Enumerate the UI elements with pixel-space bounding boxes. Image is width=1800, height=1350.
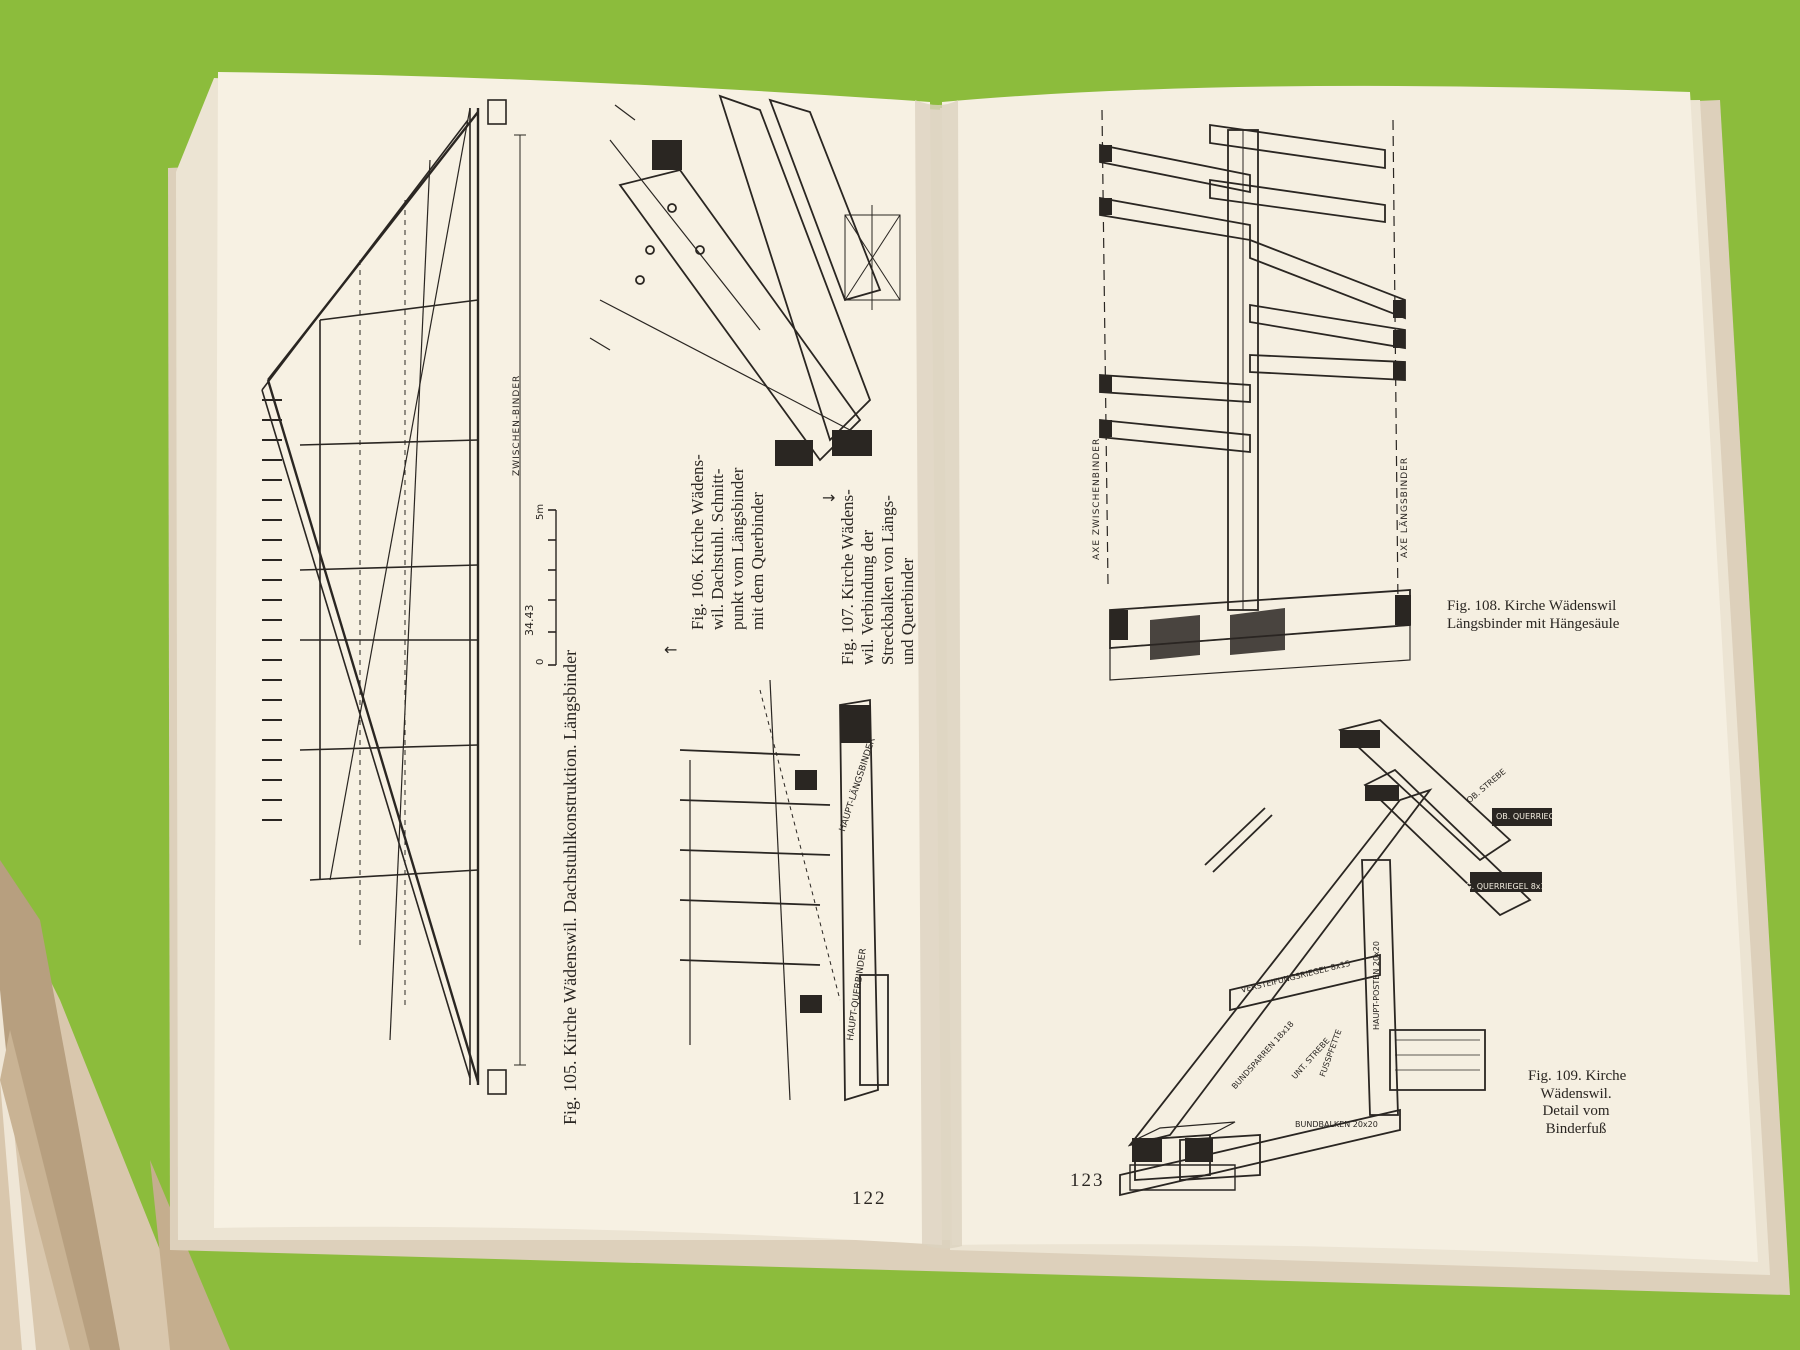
fig109-caption: Fig. 109. Kirche Wädenswil. Detail vom B…	[1528, 1068, 1627, 1139]
fig107-caption-line-1: Fig. 107. Kirche Wädens-	[838, 489, 857, 665]
fig109-drawing	[1119, 719, 1552, 1197]
bundbalken-label: BUNDBALKEN 20x20	[1295, 1120, 1378, 1129]
fig105-caption-line: Fig. 105. Kirche Wädenswil. Dachstuhlkon…	[560, 649, 580, 1125]
fig106-caption-line-1: Fig. 106. Kirche Wädens-	[688, 454, 707, 630]
fig109-caption-line-2: Wädenswil.	[1540, 1085, 1612, 1102]
span-dimension-label: 34.43	[523, 604, 536, 637]
fig109-caption-line-4: Binderfuß	[1545, 1121, 1607, 1138]
fig106-caption: Fig. 106. Kirche Wädens- wil. Dachstuhl.…	[688, 454, 768, 630]
left-page-number: 122	[852, 1188, 887, 1209]
fig108-caption-line-1: Fig. 108. Kirche Wädenswil	[1447, 598, 1617, 614]
fig106-caption-line-4: mit dem Querbinder	[748, 492, 768, 630]
fig107-inset-diagram	[844, 205, 901, 310]
fig107-caption-line-2: wil. Verbindung der	[858, 529, 878, 665]
fig107-caption-line-3: Streckbalken von Längs-	[878, 495, 898, 665]
fig106-caption-line-2: wil. Dachstuhl. Schnitt-	[708, 468, 728, 630]
fig107-caption: Fig. 107. Kirche Wädens- wil. Verbindung…	[838, 489, 918, 665]
scale-start-label: 0	[535, 658, 546, 665]
fig106-arrow: ←	[664, 640, 678, 659]
haupt-posten-label: HAUPT-POSTEN 20x20	[1372, 941, 1381, 1030]
fig106-caption-line-3: punkt vom Längsbinder	[728, 467, 748, 630]
axe-laengsbinder-label: AXE LÄNGSBINDER	[1400, 456, 1410, 558]
left-page	[214, 72, 942, 1245]
gutter-shadow	[915, 100, 962, 1249]
fig108-caption-line-2: Längsbinder mit Hängesäule	[1447, 615, 1620, 632]
zwischen-binder-label: ZWISCHEN-BINDER	[512, 374, 522, 476]
fig106-drawing	[589, 94, 882, 466]
scale-end-label: 5m	[535, 503, 546, 520]
fig107-drawing	[679, 679, 889, 1102]
right-page-number: 123	[1070, 1170, 1105, 1191]
fig109-caption-line-3: Detail vom	[1542, 1103, 1610, 1120]
fig107-arrow: →	[822, 488, 836, 507]
fig105-caption: Fig. 105. Kirche Wädenswil. Dachstuhlkon…	[560, 650, 581, 1125]
right-page	[942, 85, 1758, 1262]
fig107-caption-line-4: und Querbinder	[898, 557, 918, 665]
fig105-drawing	[261, 99, 557, 1095]
axe-zwischenbinder-label: AXE ZWISCHENBINDER	[1092, 437, 1102, 560]
stacked-boards	[0, 860, 230, 1350]
fig108-caption: Fig. 108. Kirche Wädenswil Längsbinder m…	[1447, 598, 1619, 633]
fig108-drawing	[1099, 109, 1411, 681]
fig109-caption-line-1: Fig. 109. Kirche	[1528, 1068, 1627, 1084]
querriegel-label: LNG. QUERRIEGEL 8x15	[1455, 882, 1551, 891]
ob-querriegel-label: OB. QUERRIEGEL	[1496, 812, 1565, 821]
fig105-rafter-ticks	[262, 399, 282, 821]
